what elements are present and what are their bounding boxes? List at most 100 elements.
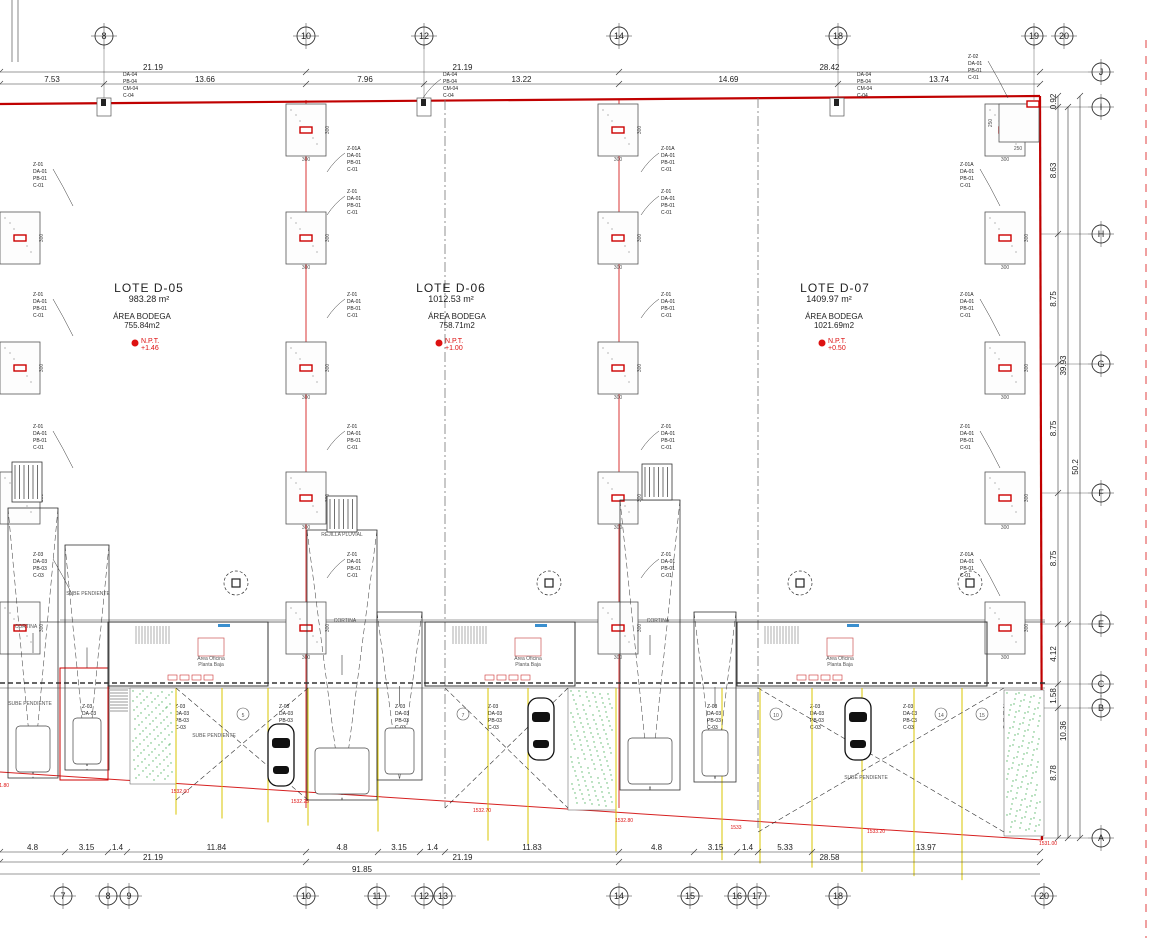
- green-dot: [1006, 692, 1008, 694]
- footing-hatch-dot: [312, 635, 314, 637]
- green-dot: [158, 704, 160, 706]
- top-dim-sub-tick: [615, 80, 623, 88]
- car-rear-window-icon: [273, 766, 289, 774]
- elevation-label: 1531.00: [1039, 841, 1057, 847]
- parking-bumper: [796, 674, 807, 681]
- footing-hatch-dot: [624, 505, 626, 507]
- green-dot: [582, 704, 584, 706]
- footing-hatch-dot: [299, 488, 301, 490]
- green-dot: [154, 748, 156, 750]
- green-dot: [159, 763, 161, 765]
- column-marker: [611, 624, 625, 632]
- footing-hatch-dot: [316, 381, 318, 383]
- green-dot: [577, 713, 579, 715]
- green-dot: [1037, 707, 1039, 709]
- top-dim-sub-label: 13.66: [195, 75, 216, 84]
- green-dot: [1014, 698, 1016, 700]
- green-dot: [1029, 701, 1031, 703]
- footing-hatch-dot: [1015, 143, 1017, 145]
- bottom-dim-sub-label: 21.19: [452, 853, 473, 862]
- green-dot: [1036, 802, 1038, 804]
- footing-tag: Z-03: [903, 704, 914, 710]
- green-dot: [593, 741, 595, 743]
- bottom-dim-tick: [754, 848, 762, 856]
- grid-axis-label: 7: [60, 891, 65, 901]
- leader-line: [52, 298, 74, 337]
- green-dot: [596, 728, 598, 730]
- green-dot: [581, 771, 583, 773]
- green-dot: [142, 770, 144, 772]
- footing-tag: Z-03: [707, 704, 718, 710]
- green-dot: [605, 711, 607, 713]
- green-dot: [151, 751, 153, 753]
- green-dot: [1011, 785, 1013, 787]
- green-dot: [1025, 811, 1027, 813]
- green-dot: [166, 756, 168, 758]
- footing-tag: DA-03: [279, 711, 293, 717]
- green-dot: [607, 787, 609, 789]
- green-dot: [605, 805, 607, 807]
- green-dot: [601, 791, 603, 793]
- footing-tag: DA-04: [443, 72, 457, 78]
- green-dot: [1023, 717, 1025, 719]
- green-dot: [1030, 782, 1032, 784]
- green-dot: [142, 730, 144, 732]
- footing-tag: C-04: [857, 93, 868, 99]
- leader-line: [326, 430, 346, 451]
- green-dot: [595, 795, 597, 797]
- footing-tag: CM-04: [443, 86, 458, 92]
- green-dot: [141, 761, 143, 763]
- footing-tag: DA-03: [903, 711, 917, 717]
- bodega-label: ÁREA BODEGA: [428, 312, 486, 321]
- green-dot: [157, 775, 159, 777]
- footing-tag: PB-03: [903, 718, 917, 724]
- footing-dim-label: 300: [302, 655, 311, 661]
- footing-tag: PB-01: [347, 438, 361, 444]
- footing-dim-label: 300: [1024, 624, 1030, 633]
- green-dot: [1035, 825, 1037, 827]
- green-dot: [609, 747, 611, 749]
- footing-hatch-dot: [4, 477, 6, 479]
- green-dot: [143, 699, 145, 701]
- bottom-dim-sub-tick: [615, 858, 623, 866]
- green-dot: [587, 745, 589, 747]
- top-dim-sub-tick: [100, 80, 108, 88]
- right-dim-tick: [1054, 103, 1062, 111]
- green-dot: [153, 779, 155, 781]
- green-dot: [579, 695, 581, 697]
- green-dot: [581, 749, 583, 751]
- green-dot: [596, 750, 598, 752]
- right-dim-tick: [1054, 360, 1062, 368]
- green-dot: [606, 760, 608, 762]
- green-dot: [1018, 710, 1020, 712]
- footing-hatch-dot: [299, 358, 301, 360]
- footing-pad-corner: [998, 103, 1040, 143]
- footing-tag: C-01: [968, 75, 979, 81]
- footing-dim-label: 300: [614, 655, 623, 661]
- grid-axis-label: 20: [1059, 31, 1069, 41]
- footing-dim-label: 300: [39, 234, 45, 243]
- footing-tag: Z-03: [33, 552, 44, 558]
- grid-axis-label: C: [1098, 679, 1105, 689]
- footing-hatch-dot: [998, 488, 1000, 490]
- green-dot: [584, 736, 586, 738]
- footing-dim-label: 300: [637, 234, 643, 243]
- column-marker: [998, 364, 1012, 372]
- green-dot: [1021, 781, 1023, 783]
- column-marker: [13, 624, 27, 632]
- small-footing: [416, 97, 432, 117]
- footing-tag: C-04: [123, 93, 134, 99]
- footing-tag: Z-01: [661, 424, 672, 430]
- footing-hatch-dot: [9, 222, 11, 224]
- bodega-area: 1021.69m2: [814, 321, 855, 330]
- dock-diagonal: [714, 611, 737, 783]
- footing-hatch-dot: [624, 635, 626, 637]
- footings-layer: 3003003003003003003003003003003003003003…: [0, 97, 1040, 661]
- green-dot: [154, 738, 156, 740]
- footing-dim-label: 300: [614, 265, 623, 271]
- green-dot: [140, 702, 142, 704]
- footing-tag: C-01: [661, 167, 672, 173]
- footing-dim-label: 300: [325, 364, 331, 373]
- green-dot: [144, 708, 146, 710]
- green-dot: [145, 727, 147, 729]
